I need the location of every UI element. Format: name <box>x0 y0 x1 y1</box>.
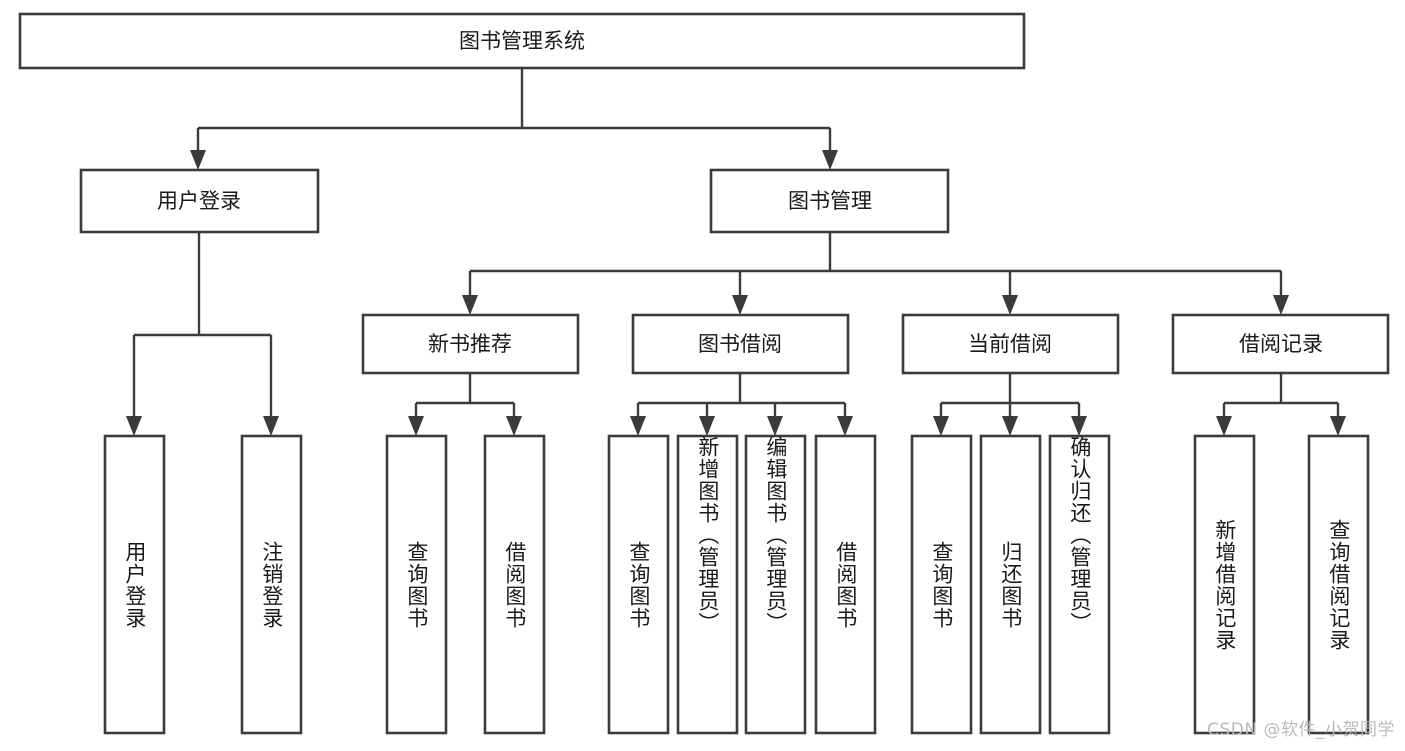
leaf-newbook-borrow-book[interactable]: 借阅图书 <box>483 434 546 735</box>
arrow-head-user-login <box>190 150 206 170</box>
leaf-borrow-borrow-book-box[interactable] <box>814 434 877 735</box>
leaf-newbook-query-book-label: 查询图书 <box>404 540 429 629</box>
node-user-login[interactable]: 用户登录 <box>79 168 320 234</box>
node-borrow-record-label: 借阅记录 <box>1239 332 1323 356</box>
arrow-head-book-manage <box>822 150 838 170</box>
arrow-head-borrow-leaf4 <box>837 416 853 436</box>
node-root-system[interactable]: 图书管理系统 <box>18 12 1026 70</box>
leaf-borrow-borrow-book[interactable]: 借阅图书 <box>814 434 877 735</box>
leaf-record-add-record-box[interactable] <box>1193 434 1256 735</box>
leaf-record-add-record-label: 新增借阅记录 <box>1212 518 1237 651</box>
leaf-current-confirm-return-box[interactable] <box>1048 434 1111 735</box>
arrow-head-borrow-record <box>1273 295 1289 315</box>
leaf-current-confirm-return-label: 确认归还（管理员） <box>1067 436 1092 634</box>
node-current-borrow-box[interactable] <box>901 313 1120 375</box>
arrow-head-borrow-leaf2 <box>699 416 715 436</box>
node-root-box[interactable] <box>18 12 1026 70</box>
node-user-login-box[interactable] <box>79 168 320 234</box>
leaf-borrow-query-book-label: 查询图书 <box>626 540 651 629</box>
arrow-head-current-leaf1 <box>933 416 949 436</box>
arrow-head-newbook-leaf1 <box>408 416 424 436</box>
node-book-borrow-box[interactable] <box>631 313 850 375</box>
leaf-record-add-record[interactable]: 新增借阅记录 <box>1193 434 1256 735</box>
arrow-head-book-borrow <box>732 295 748 315</box>
leaf-record-query-record-label: 查询借阅记录 <box>1326 518 1351 651</box>
node-root-label: 图书管理系统 <box>459 29 585 53</box>
arrow-head-borrow-leaf1 <box>630 416 646 436</box>
leaf-borrow-edit-book-label: 编辑图书（管理员） <box>763 436 788 634</box>
node-book-management[interactable]: 图书管理 <box>709 168 950 234</box>
leaf-borrow-add-book[interactable]: 新增图书（管理员） <box>676 434 739 735</box>
node-borrow-record-box[interactable] <box>1171 313 1390 375</box>
csdn-watermark: CSDN @软件_小贺同学 <box>1207 720 1395 740</box>
arrow-head-newbook-leaf2 <box>506 416 522 436</box>
arrow-head-current-leaf3 <box>1071 416 1087 436</box>
leaf-user-login-label: 用户登录 <box>122 540 147 629</box>
leaf-current-return-book[interactable]: 归还图书 <box>979 434 1042 735</box>
leaf-borrow-add-book-box[interactable] <box>676 434 739 735</box>
arrow-head-current-borrow <box>1002 295 1018 315</box>
leaf-borrow-query-book-box[interactable] <box>607 434 670 735</box>
leaf-current-return-book-label: 归还图书 <box>998 540 1023 629</box>
node-current-borrow[interactable]: 当前借阅 <box>901 313 1120 375</box>
leaf-borrow-edit-book[interactable]: 编辑图书（管理员） <box>744 434 807 735</box>
leaf-record-query-record-box[interactable] <box>1307 434 1370 735</box>
arrow-head-borrow-leaf3 <box>767 416 783 436</box>
arrow-head-leaf-logout <box>263 416 279 436</box>
node-book-management-box[interactable] <box>709 168 950 234</box>
leaf-borrow-edit-book-box[interactable] <box>744 434 807 735</box>
node-book-management-label: 图书管理 <box>788 189 872 213</box>
arrow-head-new-book-rec <box>462 295 478 315</box>
node-book-borrow[interactable]: 图书借阅 <box>631 313 850 375</box>
leaf-logout-label: 注销登录 <box>259 540 284 629</box>
arrow-head-record-leaf1 <box>1216 416 1232 436</box>
node-new-book-recommend[interactable]: 新书推荐 <box>361 313 580 375</box>
node-book-borrow-label: 图书借阅 <box>698 332 782 356</box>
node-borrow-record[interactable]: 借阅记录 <box>1171 313 1390 375</box>
leaf-newbook-query-book-box[interactable] <box>385 434 448 735</box>
leaf-record-query-record[interactable]: 查询借阅记录 <box>1307 434 1370 735</box>
arrow-head-current-leaf2 <box>1002 416 1018 436</box>
connector-layer <box>126 68 1346 436</box>
leaf-logout-box[interactable] <box>240 434 303 735</box>
node-current-borrow-label: 当前借阅 <box>968 332 1052 356</box>
leaf-newbook-borrow-book-label: 借阅图书 <box>502 540 527 629</box>
arrow-head-leaf-user-login <box>126 416 142 436</box>
node-new-book-recommend-box[interactable] <box>361 313 580 375</box>
leaf-user-login-box[interactable] <box>103 434 166 735</box>
leaf-current-query-book-box[interactable] <box>910 434 973 735</box>
leaf-newbook-query-book[interactable]: 查询图书 <box>385 434 448 735</box>
arrow-head-record-leaf2 <box>1330 416 1346 436</box>
node-new-book-recommend-label: 新书推荐 <box>428 332 512 356</box>
leaf-newbook-borrow-book-box[interactable] <box>483 434 546 735</box>
node-user-login-label: 用户登录 <box>157 189 241 213</box>
leaf-logout[interactable]: 注销登录 <box>240 434 303 735</box>
leaf-borrow-borrow-book-label: 借阅图书 <box>833 540 858 629</box>
leaf-borrow-query-book[interactable]: 查询图书 <box>607 434 670 735</box>
leaf-current-confirm-return[interactable]: 确认归还（管理员） <box>1048 434 1111 735</box>
leaf-borrow-add-book-label: 新增图书（管理员） <box>695 436 720 634</box>
leaf-user-login[interactable]: 用户登录 <box>103 434 166 735</box>
leaf-current-query-book[interactable]: 查询图书 <box>910 434 973 735</box>
leaf-current-query-book-label: 查询图书 <box>929 540 954 629</box>
leaf-current-return-book-box[interactable] <box>979 434 1042 735</box>
